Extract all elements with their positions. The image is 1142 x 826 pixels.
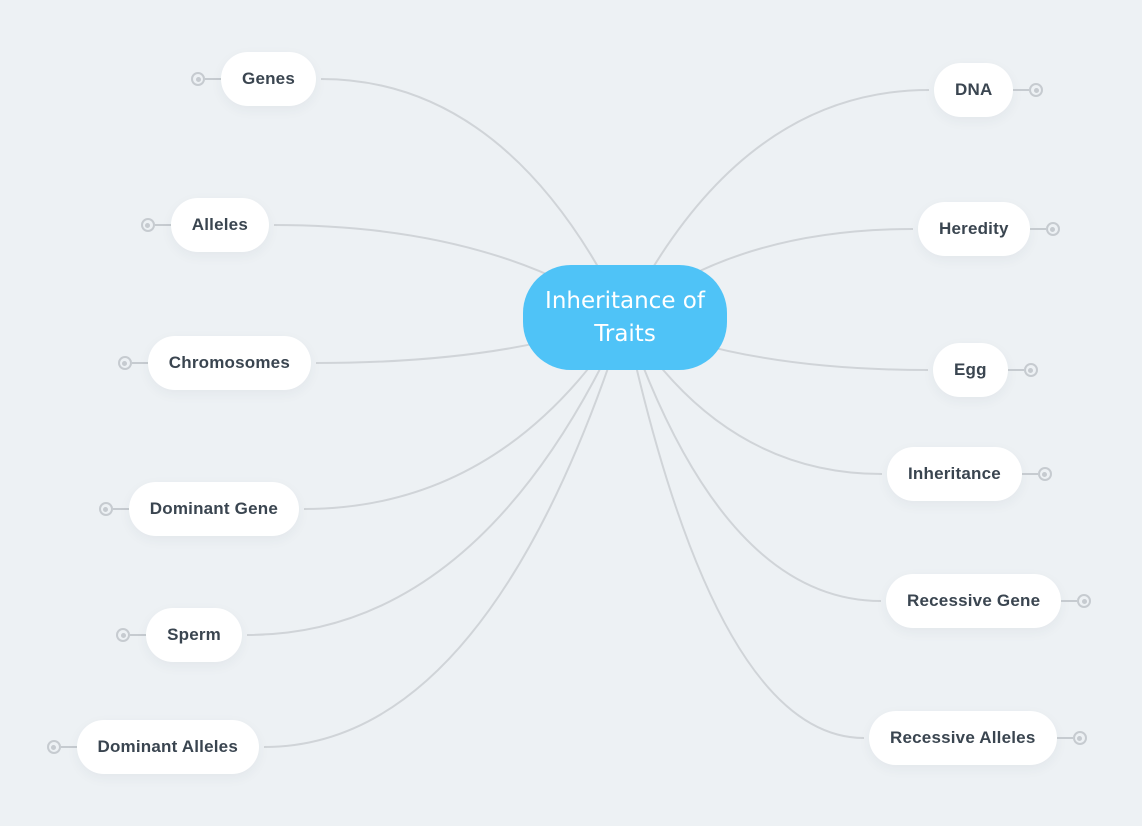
- topic-node-label: Sperm: [167, 625, 221, 644]
- connector-dot-icon[interactable]: [1023, 363, 1038, 377]
- topic-node[interactable]: Genes: [191, 52, 316, 106]
- connector-dash: [1061, 600, 1078, 602]
- connector-dash: [112, 508, 129, 510]
- connector-dash: [1021, 473, 1038, 475]
- topic-node-pill[interactable]: Inheritance: [887, 447, 1022, 501]
- root-node-label: Inheritance of Traits: [545, 287, 705, 347]
- topic-node-pill[interactable]: DNA: [934, 63, 1014, 117]
- topic-node-label: Dominant Alleles: [97, 737, 238, 756]
- connector-dot-icon[interactable]: [116, 628, 131, 642]
- topic-node[interactable]: Inheritance: [887, 447, 1052, 501]
- topic-node-label: Heredity: [939, 219, 1009, 238]
- topic-node-pill[interactable]: Chromosomes: [147, 336, 311, 390]
- connector-dot-inner: [1028, 367, 1034, 373]
- topic-node-pill[interactable]: Dominant Gene: [128, 482, 299, 536]
- topic-node-label: Recessive Alleles: [890, 728, 1036, 747]
- topic-node-pill[interactable]: Alleles: [170, 198, 269, 252]
- connector-dot-icon[interactable]: [117, 356, 132, 370]
- connection-line: [263, 317, 626, 748]
- topic-node-label: Egg: [954, 360, 987, 379]
- connector-dot-inner: [122, 360, 128, 366]
- topic-node-pill[interactable]: Heredity: [918, 202, 1030, 256]
- connector-dot-inner: [1033, 87, 1039, 93]
- connector-dash: [131, 362, 148, 364]
- connector-dash: [205, 78, 222, 80]
- connector-dash: [1007, 369, 1024, 371]
- connector-dot-icon[interactable]: [1045, 222, 1060, 236]
- connection-line: [624, 317, 865, 739]
- connector-dot-inner: [120, 632, 126, 638]
- topic-node-label: Dominant Gene: [149, 499, 278, 518]
- topic-node[interactable]: DNA: [934, 63, 1044, 117]
- topic-node-label: Inheritance: [908, 464, 1001, 483]
- connector-dash: [1029, 228, 1046, 230]
- topic-node[interactable]: Sperm: [116, 608, 242, 662]
- connector-dot-inner: [195, 76, 201, 82]
- topic-node-label: Chromosomes: [168, 353, 290, 372]
- topic-node-label: Alleles: [191, 215, 248, 234]
- topic-node-label: Recessive Gene: [907, 591, 1041, 610]
- connector-dot-inner: [51, 744, 56, 750]
- topic-node[interactable]: Recessive Alleles: [869, 711, 1087, 765]
- connector-dash: [130, 634, 147, 636]
- connector-dot-icon[interactable]: [1037, 467, 1052, 481]
- topic-node[interactable]: Alleles: [140, 198, 269, 252]
- topic-node-pill[interactable]: Egg: [933, 343, 1008, 397]
- connector-dash: [154, 224, 171, 226]
- topic-node[interactable]: Egg: [933, 343, 1038, 397]
- topic-node-pill[interactable]: Recessive Alleles: [869, 711, 1057, 765]
- topic-node-pill[interactable]: Genes: [221, 52, 316, 106]
- connector-dot-inner: [1081, 598, 1087, 604]
- connector-dot-icon[interactable]: [1077, 594, 1092, 608]
- topic-node-pill[interactable]: Dominant Alleles: [76, 720, 259, 774]
- topic-node[interactable]: Heredity: [918, 202, 1060, 256]
- connector-dot-icon[interactable]: [191, 72, 206, 86]
- connector-dash: [1056, 737, 1073, 739]
- topic-node-label: DNA: [955, 80, 993, 99]
- connector-dot-icon[interactable]: [1029, 83, 1044, 97]
- topic-node-pill[interactable]: Recessive Gene: [886, 574, 1062, 628]
- connector-dot-icon[interactable]: [140, 218, 155, 232]
- connector-dash: [1013, 89, 1030, 91]
- connector-dot-inner: [1077, 735, 1082, 741]
- connector-dot-inner: [1042, 471, 1048, 477]
- connector-dot-inner: [145, 222, 151, 228]
- topic-node[interactable]: Dominant Alleles: [46, 720, 259, 774]
- connector-dot-inner: [1050, 226, 1056, 232]
- connector-dot-icon[interactable]: [46, 740, 61, 754]
- topic-node[interactable]: Chromosomes: [117, 336, 311, 390]
- connector-dot-icon[interactable]: [98, 502, 113, 516]
- connector-dash: [60, 746, 77, 748]
- topic-node-label: Genes: [242, 69, 295, 88]
- topic-node[interactable]: Dominant Gene: [98, 482, 299, 536]
- topic-node[interactable]: Recessive Gene: [886, 574, 1092, 628]
- root-node[interactable]: Inheritance of Traits: [523, 265, 727, 370]
- connector-dot-icon[interactable]: [1072, 731, 1087, 745]
- connector-dot-inner: [103, 506, 109, 512]
- topic-node-pill[interactable]: Sperm: [146, 608, 242, 662]
